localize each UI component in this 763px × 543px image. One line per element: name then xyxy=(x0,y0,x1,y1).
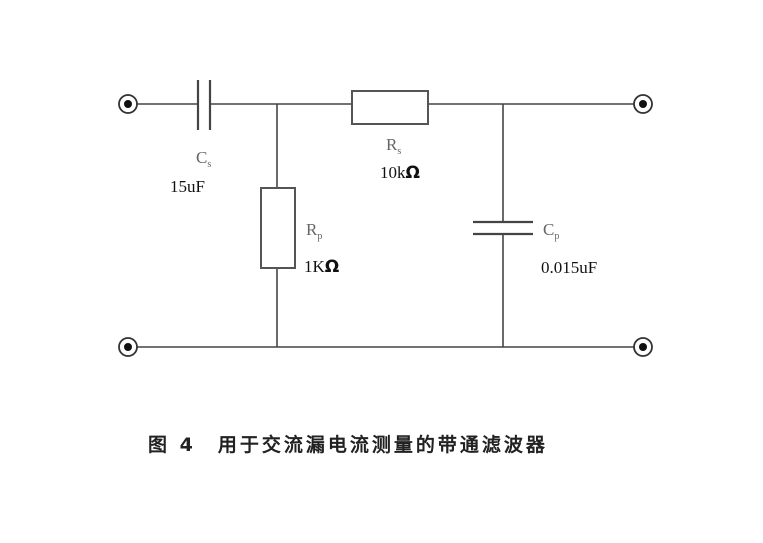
wires xyxy=(137,103,634,348)
cp-value: 0.015uF xyxy=(541,258,597,277)
terminal-input-top xyxy=(118,94,138,114)
terminal-output-top xyxy=(633,94,653,114)
resistor-rs xyxy=(351,90,429,125)
terminal-output-bottom xyxy=(633,337,653,357)
rp-value: 1KΩ xyxy=(304,257,339,277)
figure-caption: 图 4 用于交流漏电流测量的带通滤波器 xyxy=(148,430,548,457)
cs-value: 15uF xyxy=(170,177,205,196)
capacitor-cp xyxy=(473,220,533,236)
cs-label: Cs xyxy=(196,148,211,170)
capacitor-cs xyxy=(196,80,212,130)
cp-label: Cp xyxy=(543,220,559,242)
terminal-input-bottom xyxy=(118,337,138,357)
figure-number: 图 4 xyxy=(148,434,196,456)
figure-title: 用于交流漏电流测量的带通滤波器 xyxy=(217,434,548,456)
rs-label: Rs xyxy=(386,135,401,157)
rp-label: Rp xyxy=(306,220,322,242)
rs-value: 10kΩ xyxy=(380,163,420,183)
resistor-rp xyxy=(260,187,296,269)
